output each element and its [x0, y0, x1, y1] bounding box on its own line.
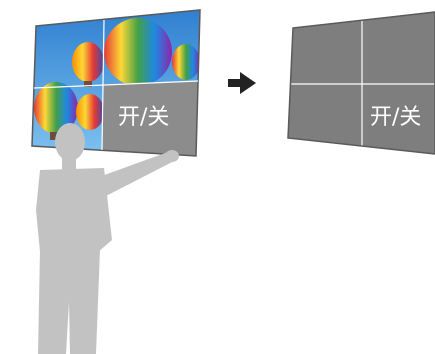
right-video-wall: 开/关 [287, 11, 435, 155]
left-panel-label: 开/关 [118, 105, 169, 130]
balloon-large [104, 18, 172, 86]
balloon-bottom-left [34, 82, 78, 134]
balloon-bottom-center [76, 94, 104, 130]
off-panel [102, 81, 198, 156]
right-arrow-icon [228, 72, 256, 94]
wall-frame [31, 9, 201, 157]
balloon-small-left [72, 42, 104, 82]
right-panel-label: 开/关 [370, 105, 421, 130]
left-video-wall: 开/关 [31, 9, 201, 157]
person-silhouette [36, 123, 179, 354]
balloon-right [172, 44, 200, 80]
